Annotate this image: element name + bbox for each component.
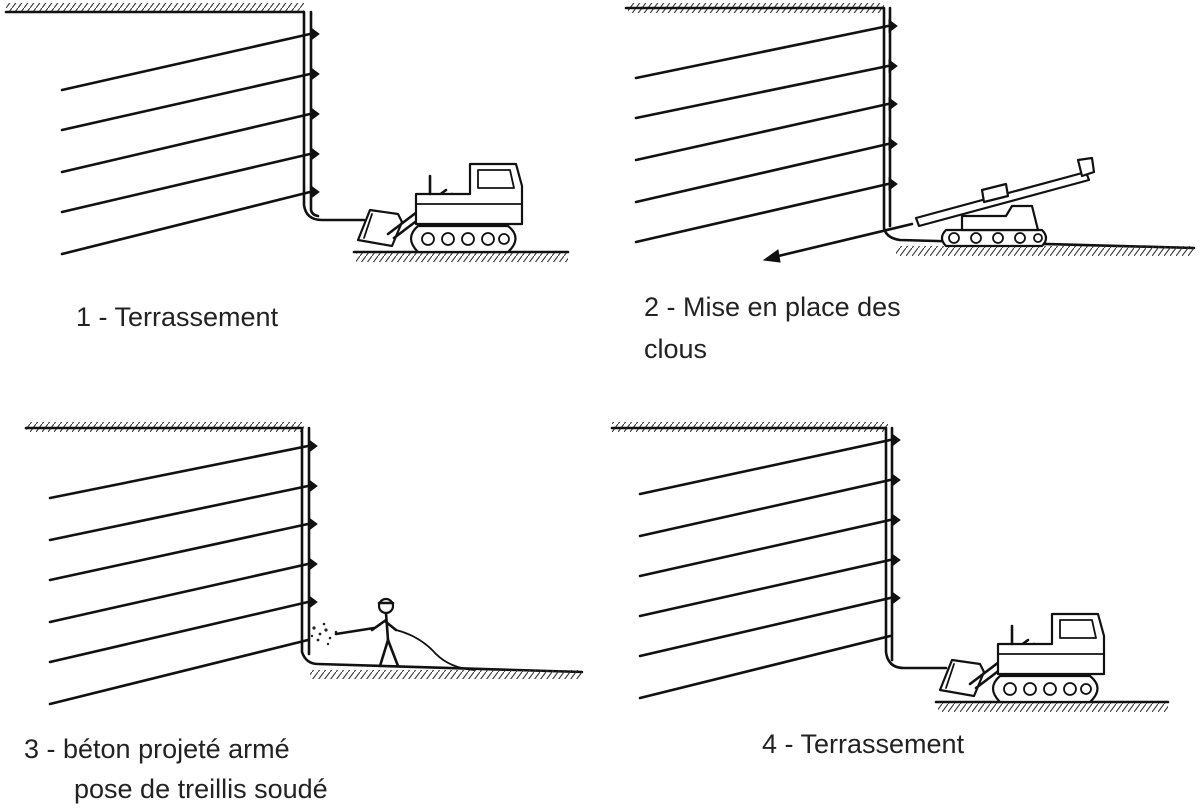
drilling-arrow — [762, 222, 914, 263]
panel-4: 4 - Terrassement — [610, 422, 1170, 759]
caption-panel-3-line-2: pose de treillis soudé — [74, 774, 328, 804]
panel-3: 3 - béton projeté armé pose de treillis … — [24, 422, 584, 804]
wall-facing-1 — [309, 10, 320, 218]
shotcrete-spray — [310, 622, 338, 646]
bulldozer-icon — [938, 612, 1106, 704]
bulldozer-icon — [356, 162, 524, 254]
excavation-profile-1 — [4, 10, 366, 222]
soil-nails-2 — [634, 24, 890, 244]
caption-panel-3-line-1: 3 - béton projeté armé — [24, 734, 290, 764]
excavation-profile-4 — [610, 426, 948, 670]
excavation-profile-2 — [624, 6, 1196, 250]
caption-panel-1: 1 - Terrassement — [76, 302, 279, 332]
caption-panel-4: 4 - Terrassement — [762, 729, 965, 759]
caption-panel-2-line-2: clous — [644, 334, 707, 364]
drilling-rig-icon — [914, 156, 1096, 248]
shotcrete-worker-icon — [334, 597, 475, 671]
ground-top-1 — [6, 3, 304, 13]
ground-bottom-3 — [310, 670, 582, 679]
soil-nails-1 — [60, 32, 312, 256]
caption-panel-2-line-1: 2 - Mise en place des — [644, 292, 901, 322]
ground-bottom-4 — [938, 703, 1168, 712]
soil-nails-3 — [48, 444, 310, 706]
ground-bottom-2 — [896, 246, 1194, 256]
soil-nails-4 — [638, 438, 892, 700]
panel-1: 1 - Terrassement — [4, 3, 570, 332]
panel-2: 2 - Mise en place des clous — [624, 3, 1196, 364]
excavation-profile-3 — [24, 426, 584, 674]
ground-bottom-1 — [356, 253, 568, 262]
